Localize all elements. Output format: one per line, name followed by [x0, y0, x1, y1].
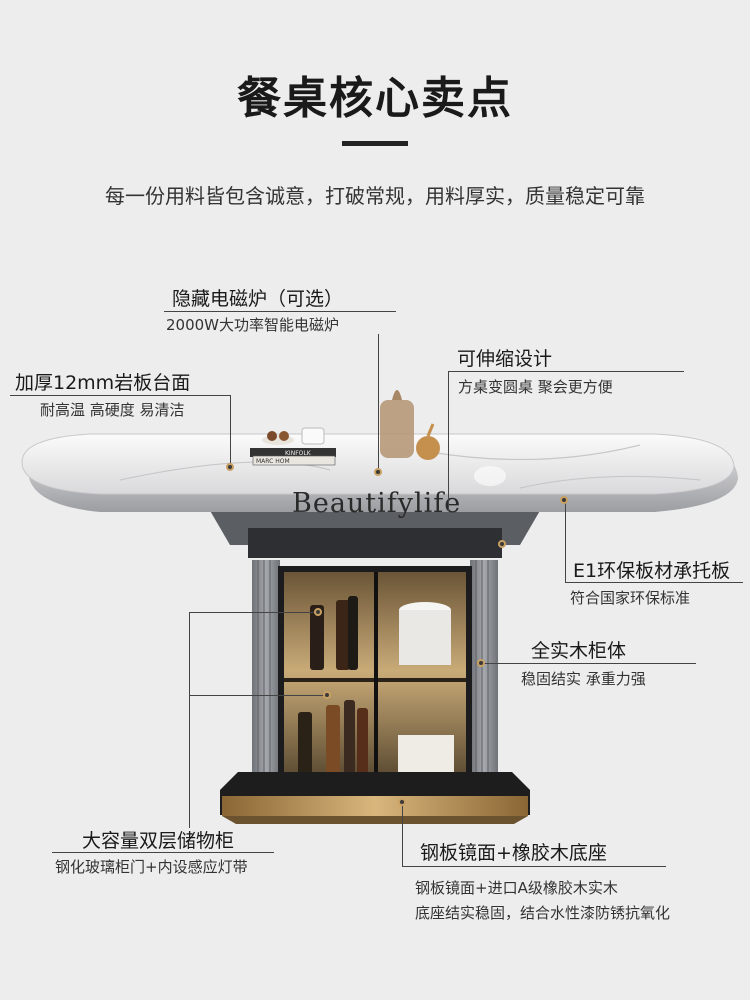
title-underline	[342, 141, 408, 146]
storage-dot-lower	[323, 691, 331, 699]
page-subtitle: 每一份用料皆包含诚意，打破常规，用料厚实，质量稳定可靠	[105, 184, 645, 208]
callout-induction-title: 隐藏电磁炉（可选）	[172, 288, 344, 310]
storage-dot-upper	[314, 608, 322, 616]
callout-base-detail-1: 钢板镜面+进口A级橡胶木实木	[415, 879, 618, 897]
callout-extend-line	[448, 371, 684, 372]
brand-watermark: Beautifylife	[292, 488, 462, 519]
callout-board-dot	[560, 496, 568, 504]
marble-veins	[119, 444, 701, 489]
callout-base-line	[402, 866, 666, 867]
extension-mechanism	[248, 528, 502, 558]
callout-slab-detail: 耐高温 高硬度 易清洁	[40, 401, 185, 419]
callout-slab-dot	[226, 463, 234, 471]
callout-induction-line	[164, 311, 396, 312]
callout-base-title: 钢板镜面+橡胶木底座	[420, 842, 607, 864]
callout-slab-title: 加厚12mm岩板台面	[15, 372, 191, 394]
callout-storage-detail: 钢化玻璃柜门+内设感应灯带	[55, 858, 248, 876]
cabinet-right-pillar	[470, 560, 498, 772]
callout-extend-title: 可伸缩设计	[457, 348, 553, 370]
book-label-2: MARC HOM	[256, 458, 290, 465]
callout-induction-dot	[374, 468, 382, 476]
callout-wood-detail: 稳固结实 承重力强	[521, 670, 646, 688]
callout-board-line	[565, 582, 743, 583]
vase	[380, 400, 414, 458]
cabinet-left-pillar	[252, 560, 280, 772]
callout-extend-detail: 方桌变圆桌 聚会更方便	[458, 378, 613, 396]
callout-storage-line	[52, 852, 274, 853]
plate-stack	[398, 735, 454, 777]
callout-wood-dot	[477, 659, 485, 667]
dessert-plate	[262, 435, 294, 445]
support-dot	[498, 540, 506, 548]
callout-board-detail: 符合国家环保标准	[570, 589, 691, 607]
book-stack	[250, 448, 336, 457]
callout-base-detail-2: 底座结实稳固，结合水性漆防锈抗氧化	[415, 904, 671, 922]
wine-bottle	[310, 605, 324, 670]
callout-wood-title: 全实木柜体	[531, 640, 627, 662]
callout-storage-title: 大容量双层储物柜	[82, 830, 235, 852]
callout-base-dot	[398, 798, 406, 806]
book-label-1: KINFOLK	[285, 450, 312, 457]
callout-induction-detail: 2000W大功率智能电磁炉	[166, 316, 340, 334]
callout-board-title: E1环保板材承托板	[573, 560, 731, 582]
callout-slab-line	[10, 395, 231, 396]
gold-decor	[416, 436, 440, 460]
coffee-cup	[301, 427, 325, 445]
base-gold-trim	[222, 796, 528, 816]
callout-wood-line	[483, 663, 696, 664]
page-title: 餐桌核心卖点	[237, 73, 513, 124]
